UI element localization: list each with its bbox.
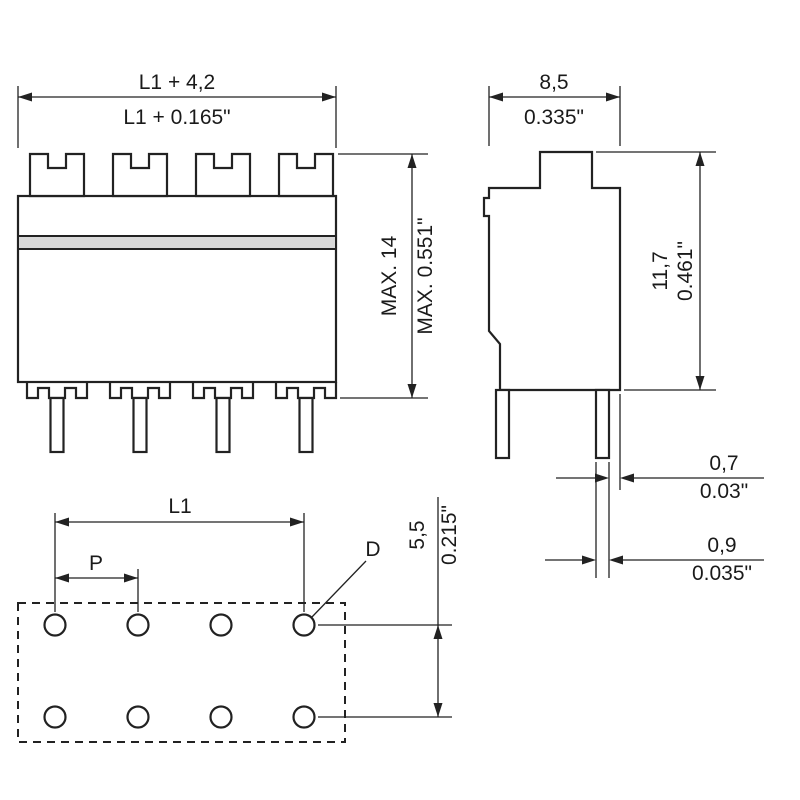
front-pin: [215, 396, 231, 454]
arrowhead: [489, 92, 503, 102]
front-height-inch: MAX. 0.551": [414, 217, 437, 334]
front-clamp-tab: [194, 152, 252, 198]
mounting-hole: [126, 705, 150, 729]
front-foot: [191, 382, 255, 400]
footprint-rows-inch: 0.215": [438, 505, 461, 565]
arrowhead: [695, 152, 705, 166]
mounting-hole: [209, 705, 233, 729]
front-band: [17, 235, 337, 250]
footprint-dim-l1: L1: [54, 495, 305, 612]
arrowhead: [290, 517, 304, 527]
pin-edge-inch: 0.03": [700, 480, 748, 503]
side-dim-pin-edge: 0,7 0.03": [556, 394, 764, 503]
side-width-inch: 0.335": [524, 106, 584, 129]
front-clamp-tab: [111, 152, 169, 198]
mounting-hole: [43, 613, 67, 637]
front-body: [16, 194, 338, 384]
front-foot: [108, 382, 172, 400]
mounting-hole: [126, 613, 150, 637]
arrowhead: [695, 376, 705, 390]
arrowhead: [55, 573, 69, 583]
front-foot: [25, 382, 89, 400]
side-view: 8,5 0.335" 11,7 0.461" 0,7 0.03": [482, 71, 764, 585]
arrowhead: [620, 473, 634, 483]
side-dim-height: 11,7 0.461": [596, 151, 716, 391]
front-pin: [298, 396, 314, 454]
footprint-dim-rows: 5,5 0.215": [318, 497, 461, 718]
pin-thick-mm: 0,9: [707, 534, 736, 557]
arrowhead: [433, 625, 443, 639]
arrowhead: [18, 92, 32, 102]
mounting-hole: [43, 705, 67, 729]
footprint-l1-label: L1: [168, 495, 191, 518]
side-dim-width: 8,5 0.335": [488, 71, 621, 146]
front-length-mm: L1 + 4,2: [139, 71, 215, 94]
footprint-pitch-label: P: [89, 552, 103, 575]
arrowhead: [407, 154, 417, 168]
side-pin: [494, 388, 511, 460]
side-height-mm: 11,7: [649, 251, 672, 290]
front-pin: [132, 396, 148, 454]
arrowhead: [407, 384, 417, 398]
front-height-mm: MAX. 14: [378, 235, 401, 316]
footprint-hole-callout: D: [310, 538, 381, 619]
front-clamp-tab: [28, 152, 86, 198]
footprint-view: L1 P D 5,5 0.215": [17, 495, 461, 743]
front-dim-height: MAX. 14 MAX. 0.551": [338, 153, 437, 399]
footprint-rows-mm: 5,5: [406, 520, 429, 549]
leader-line: [310, 560, 367, 619]
arrowhead: [609, 555, 623, 565]
footprint-hole-label: D: [365, 538, 380, 561]
front-pin: [49, 396, 65, 454]
mounting-hole: [292, 613, 316, 637]
front-dim-length: L1 + 4,2 L1 + 0.165": [17, 71, 337, 148]
side-dim-pin-thickness: 0,9 0.035": [545, 462, 764, 585]
footprint-outline: [17, 602, 346, 743]
side-pin: [594, 388, 611, 460]
footprint-dim-pitch: P: [55, 552, 139, 612]
mounting-hole: [292, 705, 316, 729]
arrowhead: [582, 555, 596, 565]
arrowhead: [322, 92, 336, 102]
front-foot: [274, 382, 338, 400]
arrowhead: [606, 92, 620, 102]
arrowhead: [433, 703, 443, 717]
mounting-hole: [209, 613, 233, 637]
side-width-mm: 8,5: [539, 71, 568, 94]
side-body: [482, 150, 622, 392]
front-length-inch: L1 + 0.165": [123, 106, 230, 129]
front-view: L1 + 4,2 L1 + 0.165" MAX. 14 MAX. 0.551": [16, 71, 437, 454]
arrowhead: [124, 573, 138, 583]
arrowhead: [595, 473, 609, 483]
pin-edge-mm: 0,7: [709, 452, 738, 475]
arrowhead: [55, 517, 69, 527]
front-clamp-tab: [277, 152, 335, 198]
side-height-inch: 0.461": [674, 241, 697, 301]
pin-thick-inch: 0.035": [692, 562, 752, 585]
